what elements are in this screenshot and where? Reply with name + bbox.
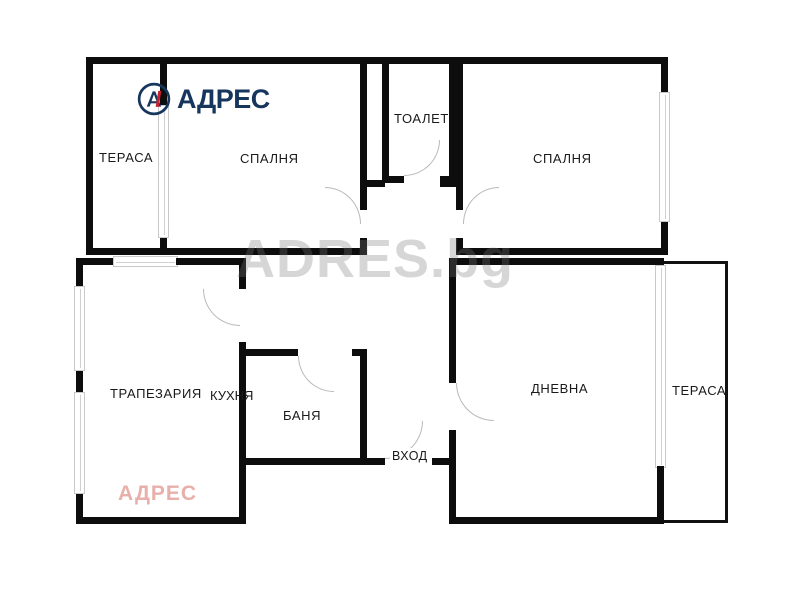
- wall-top-left: [86, 57, 396, 64]
- wall-terrace-bedroom-partition-lower: [160, 238, 167, 255]
- door-hall-to-bedroom-left: [325, 187, 361, 224]
- door-dining: [203, 289, 240, 326]
- wall-bath-top-right: [352, 349, 367, 356]
- wall-toilet-left: [382, 57, 389, 183]
- wall-lower-top-left: [76, 258, 116, 265]
- room-label-bathroom: БАНЯ: [283, 408, 322, 423]
- wall-hall-top-right: [440, 180, 463, 187]
- wall-bedroom-right-bottom: [463, 248, 668, 255]
- wall-bottom-bedroom-left: [167, 248, 367, 255]
- room-label-kitchen: КУХНЯ: [210, 388, 254, 403]
- wall-living-bottom: [449, 517, 664, 524]
- wall-living-right-bottom: [657, 466, 664, 524]
- window-dining-upper: [74, 286, 85, 371]
- wall-terrace-right-outer: [725, 261, 728, 523]
- wall-terrace-right-top: [664, 261, 728, 264]
- wall-lower-bottom: [76, 517, 246, 524]
- wall-bottom-terrace-left: [86, 248, 176, 255]
- window-bedroom-right: [659, 92, 670, 222]
- room-label-toilet: ТОАЛЕТ: [394, 111, 449, 126]
- adres-circle-a-icon: [137, 82, 171, 116]
- wall-living-left-lower: [449, 430, 456, 524]
- window-living-terrace: [655, 265, 666, 468]
- wall-bedroom-right-outer-top: [661, 57, 668, 92]
- door-hall-to-bedroom-right: [463, 187, 499, 224]
- room-label-bedroom-left: СПАЛНЯ: [240, 151, 299, 166]
- wall-toilet-top: [382, 57, 456, 64]
- wall-entrance-right: [432, 458, 456, 465]
- wall-bedroom-right-outer-bottom: [661, 222, 668, 255]
- wall-corridor-entrance: [367, 458, 385, 465]
- door-bathroom: [298, 356, 334, 392]
- wall-bedroom-right-top: [456, 57, 668, 64]
- wall-living-top: [449, 258, 664, 265]
- wall-left-terrace-outer: [86, 57, 93, 255]
- wall-bedroom-left-right-lower: [360, 238, 367, 255]
- wall-hall-top-left: [360, 180, 385, 187]
- brand-logo: АДРЕС: [137, 82, 270, 116]
- door-living: [456, 383, 494, 421]
- wall-bedroom-right-left-lower: [456, 238, 463, 255]
- wall-toilet-right: [449, 57, 456, 183]
- wall-living-left-upper: [449, 258, 456, 383]
- room-label-dining: ТРАПЕЗАРИЯ: [110, 386, 202, 401]
- wall-terrace-right-bottom: [664, 520, 728, 523]
- wall-bath-top: [246, 349, 298, 356]
- room-label-living: ДНЕВНА: [531, 381, 589, 396]
- wall-lower-top-mid: [176, 258, 246, 265]
- wall-kitchen-right: [239, 265, 246, 289]
- wall-bedroom-right-left: [456, 57, 463, 187]
- wall-terrace-bedroom-partition: [160, 57, 167, 105]
- wall-bedroom-left-right: [360, 57, 367, 187]
- wall-living-right-top: [657, 258, 664, 265]
- window-dining-top: [113, 256, 178, 267]
- wall-bath-right: [360, 349, 367, 465]
- room-label-terrace-right: ТЕРАСА: [672, 383, 727, 398]
- wall-hall-right: [456, 180, 463, 210]
- window-dining-lower: [74, 392, 85, 494]
- brand-wordmark: АДРЕС: [177, 83, 270, 114]
- wall-lower-left-outer: [76, 258, 83, 524]
- wall-kitchen-right-lower: [239, 342, 246, 524]
- room-label-terrace-left: ТЕРАСА: [99, 150, 154, 165]
- door-label-entrance: ВХОД: [390, 448, 430, 464]
- wall-hall-left: [360, 180, 367, 210]
- room-label-bedroom-right: СПАЛНЯ: [533, 151, 592, 166]
- window-terrace-left: [158, 105, 169, 238]
- wall-bath-bottom: [246, 458, 367, 465]
- watermark-pink: АДРЕС: [118, 482, 198, 505]
- door-toilet: [404, 140, 440, 176]
- wall-toilet-bottom-right: [440, 176, 456, 183]
- wall-toilet-bottom: [382, 176, 404, 183]
